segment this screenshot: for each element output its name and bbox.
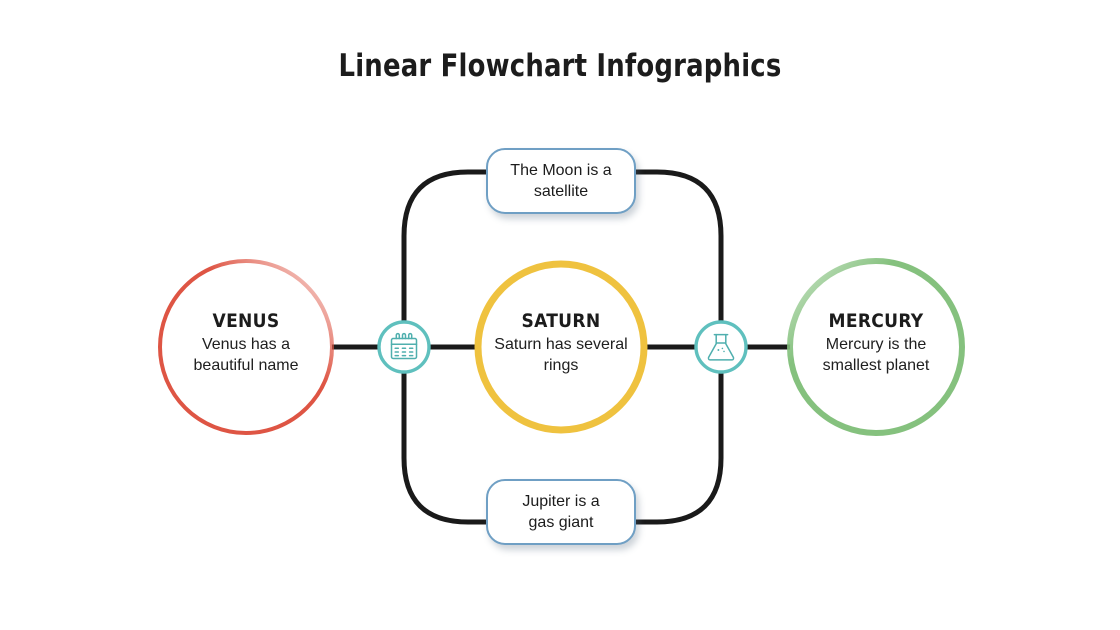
callout-moon-text: The Moon is a satellite xyxy=(500,160,621,202)
callout-moon[interactable]: The Moon is a satellite xyxy=(486,148,636,214)
venus-circle-fill xyxy=(160,261,332,433)
badge-right[interactable] xyxy=(694,320,748,374)
mercury-circle-fill xyxy=(790,261,962,433)
page-title: Linear Flowchart Infographics xyxy=(338,48,782,84)
callout-jupiter-line-2: gas giant xyxy=(528,514,594,531)
callout-moon-line-1: The Moon is a xyxy=(510,162,612,179)
callout-jupiter[interactable]: Jupiter is a gas giant xyxy=(486,479,636,545)
flask-icon xyxy=(707,333,735,361)
calendar-icon xyxy=(390,332,418,360)
callout-moon-line-2: satellite xyxy=(533,183,589,200)
badge-left[interactable] xyxy=(377,320,431,374)
saturn-circle-ring xyxy=(474,260,648,434)
callout-jupiter-line-1: Jupiter is a xyxy=(522,493,600,510)
badge-left-fill xyxy=(379,322,429,372)
badge-right-ring xyxy=(694,320,748,374)
callout-jupiter-text: Jupiter is a gas giant xyxy=(512,491,609,533)
saturn-circle-fill xyxy=(478,264,644,430)
mercury-circle-ring xyxy=(787,258,965,436)
badge-left-ring xyxy=(377,320,431,374)
venus-circle-ring xyxy=(158,259,334,435)
